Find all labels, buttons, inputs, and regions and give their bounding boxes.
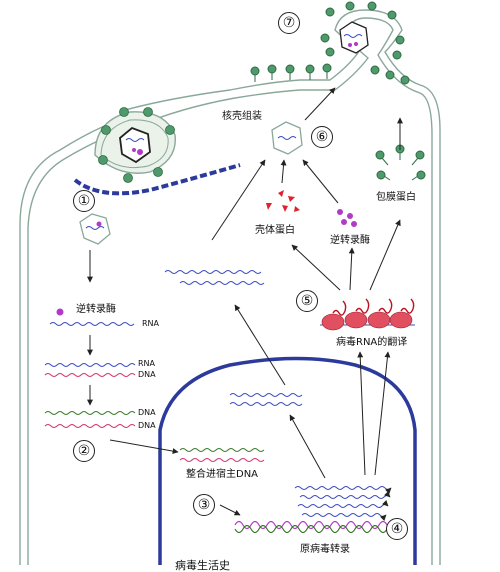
step-3-marker: ③ — [193, 494, 215, 516]
strand-label-dna-1: DNA — [138, 370, 156, 379]
capsid-assembled — [271, 121, 303, 155]
host-dna-integrated — [234, 520, 388, 534]
strand-label-rna-2: RNA — [138, 359, 156, 368]
rt-enzyme-left — [56, 308, 64, 316]
docked-virion — [94, 111, 176, 174]
rt-dots — [337, 209, 357, 227]
label-viral-rna-translation: 病毒RNA的翻译 — [336, 337, 408, 348]
strand-label-rna-1: RNA — [142, 319, 160, 328]
label-envelope-protein: 包膜蛋白 — [376, 192, 416, 203]
strand-label-dna-3: DNA — [138, 421, 156, 430]
cytoplasm-rna — [164, 270, 303, 406]
fusion-membrane — [73, 163, 241, 196]
strand-label-dna-2: DNA — [138, 408, 156, 417]
label-rt-top: 逆转录酶 — [330, 235, 370, 246]
translation-ribosomes — [320, 298, 415, 331]
label-integrate-host-dna: 整合进宿主DNA — [186, 469, 259, 480]
budding-virion — [339, 21, 369, 54]
cell-membrane — [19, 9, 441, 565]
flow-arrows — [87, 87, 403, 516]
label-rt-left: 逆转录酶 — [76, 304, 116, 315]
transcripts — [294, 486, 392, 521]
label-bottom-partial: 病毒生活史 — [175, 559, 230, 572]
membrane-spikes — [250, 1, 410, 85]
capsid-step1 — [79, 213, 111, 245]
step-2-marker: ② — [73, 440, 95, 462]
label-provirus-transcription: 原病毒转录 — [300, 544, 350, 555]
step-6-marker: ⑥ — [311, 126, 333, 148]
rt-stage-strands — [44, 322, 265, 462]
label-capsid-assembly: 核壳组装 — [222, 111, 262, 122]
step-5-marker: ⑤ — [296, 290, 318, 312]
docked-spikes — [98, 107, 175, 183]
capsid-proteins — [266, 190, 300, 212]
envelope-protein-cluster — [375, 144, 426, 181]
step-1-marker: ① — [73, 190, 95, 212]
step-4-marker: ④ — [386, 518, 408, 540]
label-capsid-protein: 壳体蛋白 — [255, 225, 295, 236]
nucleus-membrane — [158, 356, 417, 565]
step-7-marker: ⑦ — [278, 12, 300, 34]
